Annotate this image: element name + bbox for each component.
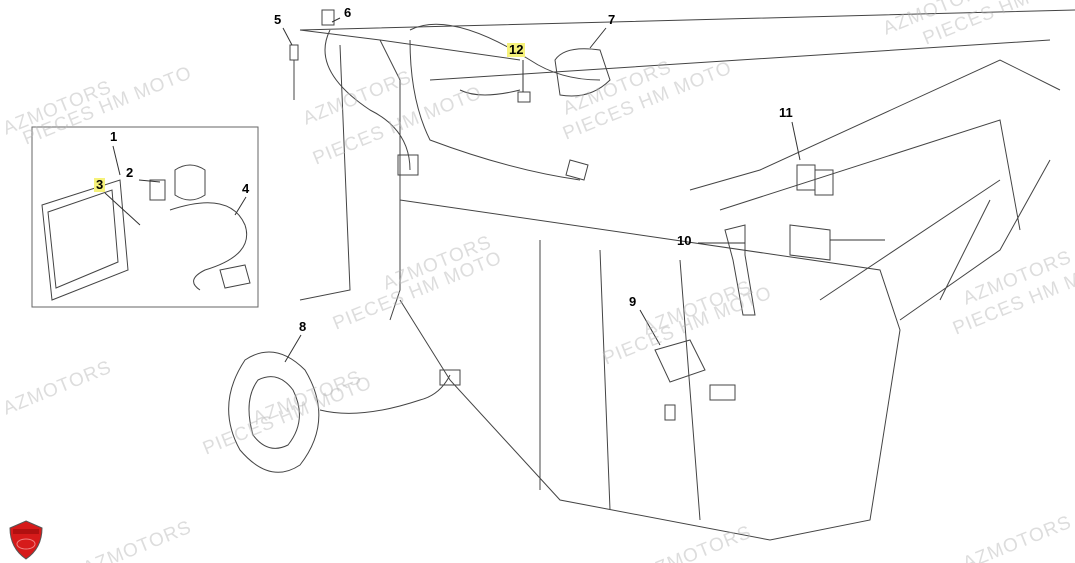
azmotors-shield-logo	[9, 520, 43, 560]
callout-7[interactable]: 7	[608, 12, 616, 27]
harness-connector	[397, 154, 589, 181]
handlebar-switch	[554, 48, 611, 97]
cooling-fan	[228, 351, 320, 473]
callout-9[interactable]: 9	[629, 294, 637, 309]
frame-rear-structure	[689, 59, 1061, 321]
callout-6[interactable]: 6	[344, 5, 352, 20]
headlight	[41, 179, 129, 301]
callout-5[interactable]: 5	[274, 12, 282, 27]
fan-harness	[319, 369, 461, 414]
headlight-inset-box	[31, 126, 259, 308]
relays-11	[796, 164, 834, 196]
callout-10[interactable]: 10	[677, 233, 692, 248]
callout-2[interactable]: 2	[126, 165, 134, 180]
leader-lines	[104, 17, 885, 363]
callout-4[interactable]: 4	[242, 181, 250, 196]
callout-11[interactable]: 11	[779, 105, 793, 120]
flasher-relay-9	[654, 339, 736, 421]
frame-main-tube	[299, 9, 1075, 541]
regulator	[789, 224, 831, 261]
headlight-harness	[169, 202, 251, 291]
callout-8[interactable]: 8	[299, 319, 307, 334]
callout-3-highlighted[interactable]: 3	[94, 177, 106, 192]
switch-12	[517, 91, 531, 103]
callout-1[interactable]: 1	[110, 129, 118, 144]
bulb-holder	[149, 164, 206, 201]
sensor-5	[289, 44, 299, 100]
sensor-6	[321, 9, 335, 26]
bracket-10	[724, 224, 756, 316]
wiring-harness	[324, 23, 601, 181]
callout-12-highlighted[interactable]: 12	[507, 42, 526, 57]
